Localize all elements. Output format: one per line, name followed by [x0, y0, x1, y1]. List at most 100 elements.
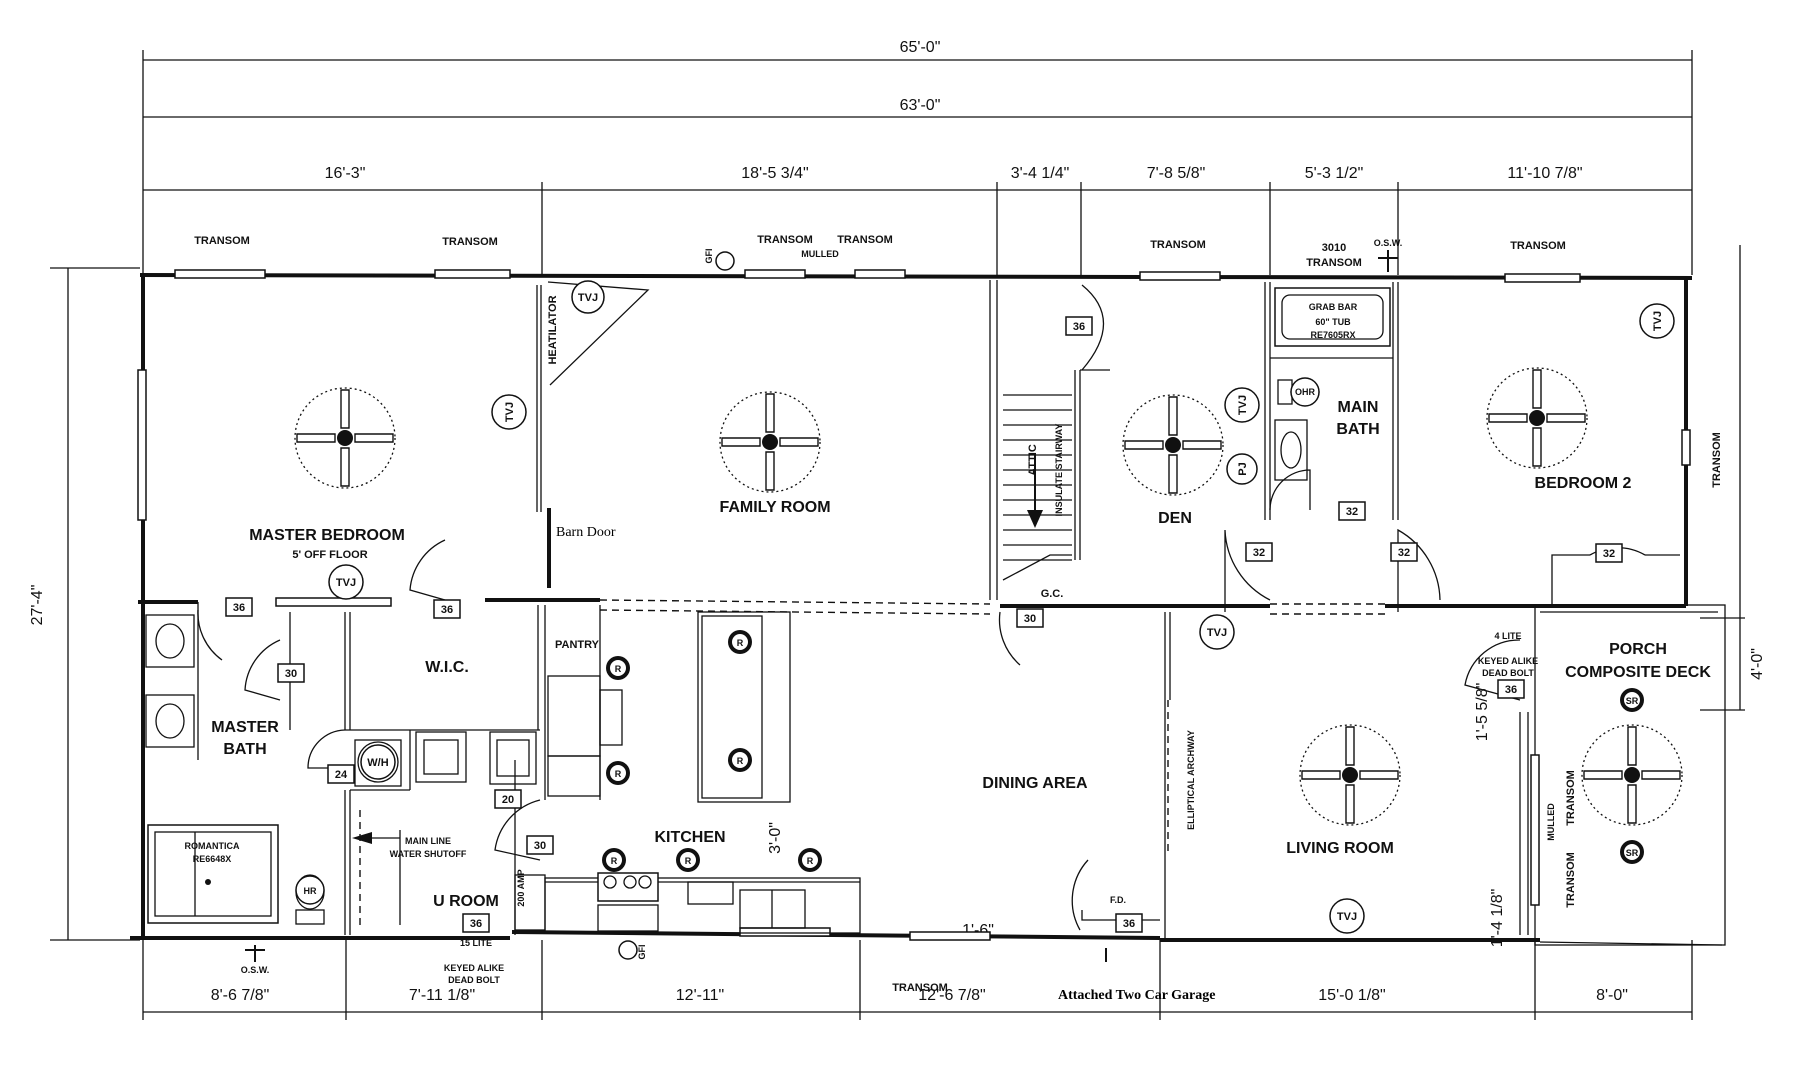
fd-label: F.D. — [1110, 895, 1126, 905]
dim-bottom-1: 8'-6 7/8" — [211, 987, 270, 1004]
dim-inner: 63'-0" — [900, 97, 941, 114]
dim-1-5-5-8: 1'-5 5/8" — [1474, 683, 1491, 742]
room-family: FAMILY ROOM — [719, 499, 830, 516]
mulled-label: MULLED — [801, 249, 839, 259]
main-line-label-2: WATER SHUTOFF — [390, 849, 467, 859]
door-32-closet: 32 — [1603, 548, 1615, 560]
svg-text:SR: SR — [1626, 848, 1639, 858]
svg-text:SR: SR — [1626, 696, 1639, 706]
fan-icon-family — [719, 391, 821, 493]
door-32-bath: 32 — [1346, 506, 1358, 518]
pj-den: PJ — [1237, 462, 1249, 475]
dim-top-6: 11'-10 7/8" — [1507, 165, 1582, 182]
dim-top-3: 3'-4 1/4" — [1011, 165, 1070, 182]
gfi-top: GFI — [704, 249, 714, 264]
svg-text:R: R — [737, 638, 744, 648]
wh-label: W/H — [367, 757, 388, 769]
door-36-wic: 36 — [441, 604, 453, 616]
archway-label: ELLIPTICAL ARCHWAY — [1186, 730, 1196, 830]
gc-label: G.C. — [1041, 588, 1064, 600]
door-36-master: 36 — [233, 602, 245, 614]
fan-icon-den — [1122, 394, 1224, 496]
tub-label: 60" TUB — [1315, 317, 1351, 327]
tvj-master-2: TVJ — [336, 577, 356, 589]
insulate-label: INSULATE STAIRWAY — [1054, 424, 1064, 517]
dim-top-5: 5'-3 1/2" — [1305, 165, 1364, 182]
door-36-porch: 36 — [1505, 684, 1517, 696]
dimension-lines — [50, 50, 1745, 1020]
svg-text:R: R — [611, 856, 618, 866]
transom-label-2: TRANSOM — [442, 236, 498, 248]
transom-label-4: TRANSOM — [837, 234, 893, 246]
grab-bar-label: GRAB BAR — [1309, 302, 1358, 312]
fan-icon-living — [1299, 724, 1401, 826]
svg-text:R: R — [615, 769, 622, 779]
jacks: TVJ TVJ TVJ TVJ PJ TVJ TVJ TVJ W/H HR OH… — [241, 238, 1675, 975]
tvj-living-2: TVJ — [1337, 911, 1357, 923]
ceiling-fans — [294, 367, 1683, 826]
door-20: 20 — [502, 794, 514, 806]
dim-top-2: 18'-5 3/4" — [741, 165, 808, 182]
dim-bottom-6: 8'-0" — [1596, 987, 1628, 1004]
transom-label-5: TRANSOM — [1150, 239, 1206, 251]
svg-text:R: R — [685, 856, 692, 866]
room-master-bath-1: MASTER — [211, 719, 279, 736]
svg-text:R: R — [737, 756, 744, 766]
room-den: DEN — [1158, 510, 1192, 527]
room-porch-1: PORCH — [1609, 641, 1667, 658]
romantica-label-2: RE6648X — [193, 854, 232, 864]
room-wic: W.I.C. — [425, 659, 469, 676]
room-u-room: U ROOM — [433, 893, 499, 910]
door-36-fd: 36 — [1123, 918, 1135, 930]
main-line-label-1: MAIN LINE — [405, 836, 451, 846]
hr-label: HR — [304, 886, 317, 896]
transom-label-10: TRANSOM — [1565, 852, 1577, 908]
transom-label-11: TRANSOM — [892, 982, 948, 994]
attic-label: ATTIC — [1027, 444, 1039, 476]
dim-1-4-1-8: 1'-4 1/8" — [1489, 889, 1506, 948]
dim-porch-depth: 4'-0" — [1749, 648, 1766, 680]
fixtures — [145, 250, 1398, 962]
windows — [137, 269, 1691, 941]
dim-bottom-3: 12'-11" — [676, 987, 724, 1004]
dim-bottom-5: 15'-0 1/8" — [1318, 987, 1385, 1004]
dim-3ft: 3'-0" — [767, 822, 784, 854]
tvj-den: TVJ — [1237, 395, 1249, 415]
room-main-bath-1: MAIN — [1338, 399, 1379, 416]
door-30-kitchen: 30 — [534, 840, 546, 852]
dim-top-4: 7'-8 5/8" — [1147, 165, 1206, 182]
fan-icon-bedroom2 — [1486, 367, 1588, 469]
dimension-labels: 65'-0" 63'-0" 16'-3" 18'-5 3/4" 3'-4 1/4… — [29, 39, 1766, 1004]
ohr-label: OHR — [1295, 387, 1316, 397]
transom-3010: 3010 — [1322, 242, 1346, 254]
dim-top-1: 16'-3" — [325, 165, 366, 182]
transom-label-1: TRANSOM — [194, 235, 250, 247]
dim-bottom-4: 12'-6 7/8" — [918, 987, 985, 1004]
tvj-bedroom2: TVJ — [1652, 311, 1664, 331]
door-36-uroom: 36 — [470, 918, 482, 930]
fan-icon-porch — [1581, 724, 1683, 826]
tvj-master: TVJ — [504, 402, 516, 422]
room-dining: DINING AREA — [982, 775, 1088, 792]
misc-labels: Barn Door Attached Two Car Garage HEATIL… — [185, 295, 1539, 1003]
tvj-living: TVJ — [1207, 627, 1227, 639]
transom-label-6: TRANSOM — [1306, 257, 1362, 269]
keyed-label-1: KEYED ALIKE — [444, 963, 504, 973]
walls — [130, 273, 1726, 946]
room-living: LIVING ROOM — [1286, 840, 1394, 857]
door-30-gc: 30 — [1024, 613, 1036, 625]
transom-label-3: TRANSOM — [757, 234, 813, 246]
keyed-label-4: DEAD BOLT — [1482, 668, 1534, 678]
door-30-mbath: 30 — [285, 668, 297, 680]
door-32-bed2: 32 — [1398, 547, 1410, 559]
four-lite-label: 4 LITE — [1494, 631, 1521, 641]
door-32-den: 32 — [1253, 547, 1265, 559]
attic-stairs — [1002, 394, 1072, 581]
room-master-bath-2: BATH — [223, 741, 266, 758]
dashed-openings — [599, 599, 1385, 855]
romantica-label-1: ROMANTICA — [185, 841, 240, 851]
fifteen-lite-label: 15 LITE — [460, 938, 492, 948]
osw-top: O.S.W. — [1374, 238, 1403, 248]
garage-label: Attached Two Car Garage — [1058, 988, 1215, 1003]
